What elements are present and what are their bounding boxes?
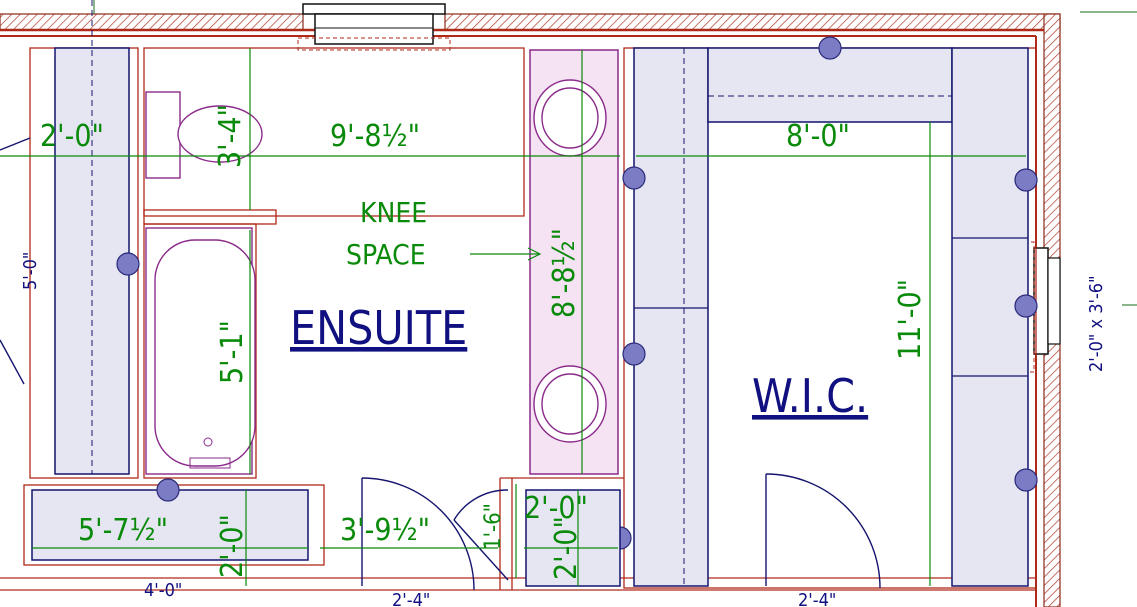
light-fixture [156,478,180,502]
dim-11-0: 11'-0" [893,279,928,360]
ensuite-door [361,477,475,591]
light-fixture [116,252,140,276]
closet-door [453,489,509,581]
dim-3-4: 3'-4" [213,104,248,168]
room-label-ensuite: ENSUITE [290,301,467,355]
dim-5-0: 5'-0" [20,252,41,290]
linen-cabinet [525,489,621,587]
dim-2-0-right-vert: 2'-0" [549,516,584,580]
dim-2-4-right: 2'-4" [798,590,836,607]
dim-9-8-half: 9'-8½" [330,119,420,154]
dim-2-0-mid: 2'-0" [524,491,588,526]
dim-5-7-half: 5'-7½" [78,513,168,548]
left-angled-walls [0,137,31,385]
dim-8-0: 8'-0" [786,119,850,154]
knee-space-line1: KNEE [360,196,427,229]
lights [608,36,1038,550]
dim-2-4-left: 2'-4" [392,590,430,607]
dim-1-6: 1'-6" [481,503,506,550]
bathtub [145,227,256,475]
dimension-lines [0,48,1026,586]
dim-4-0: 4'-0" [144,580,182,601]
wic-cabinets [633,47,1029,587]
right-window-label: 2'-0" x 3'-6" [1086,275,1107,372]
knee-space-line2: SPACE [346,238,426,271]
dim-2-0-vert: 2'-0" [215,514,250,578]
wic-door [765,473,881,589]
dim-5-1: 5'-1" [215,320,250,384]
dim-2-0-top: 2'-0" [40,119,104,154]
double-vanity [529,49,619,475]
toilet [145,91,263,179]
dim-3-9-half: 3'-9½" [340,513,430,548]
room-label-wic: W.I.C. [752,369,868,423]
dim-8-8-half: 8'-8½" [547,228,582,318]
right-window [1023,241,1061,373]
top-window [297,3,451,51]
